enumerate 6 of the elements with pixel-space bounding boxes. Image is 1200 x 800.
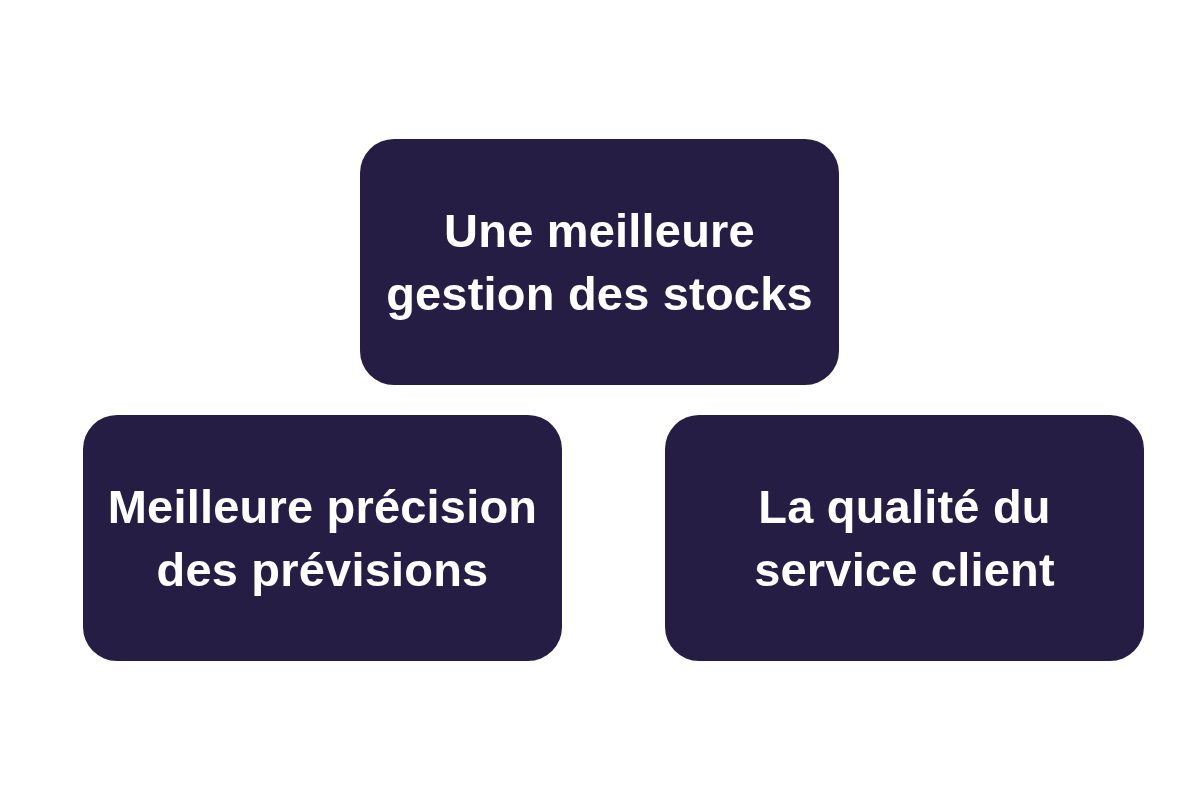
text-box: [83, 415, 562, 661]
text-box: [665, 415, 1144, 661]
box-label: Meilleure précision des prévisions: [106, 479, 539, 598]
box-label: Une meilleure gestion des stocks: [385, 203, 814, 322]
text-box: [360, 139, 839, 385]
box-label: La qualité du service client: [753, 479, 1056, 598]
